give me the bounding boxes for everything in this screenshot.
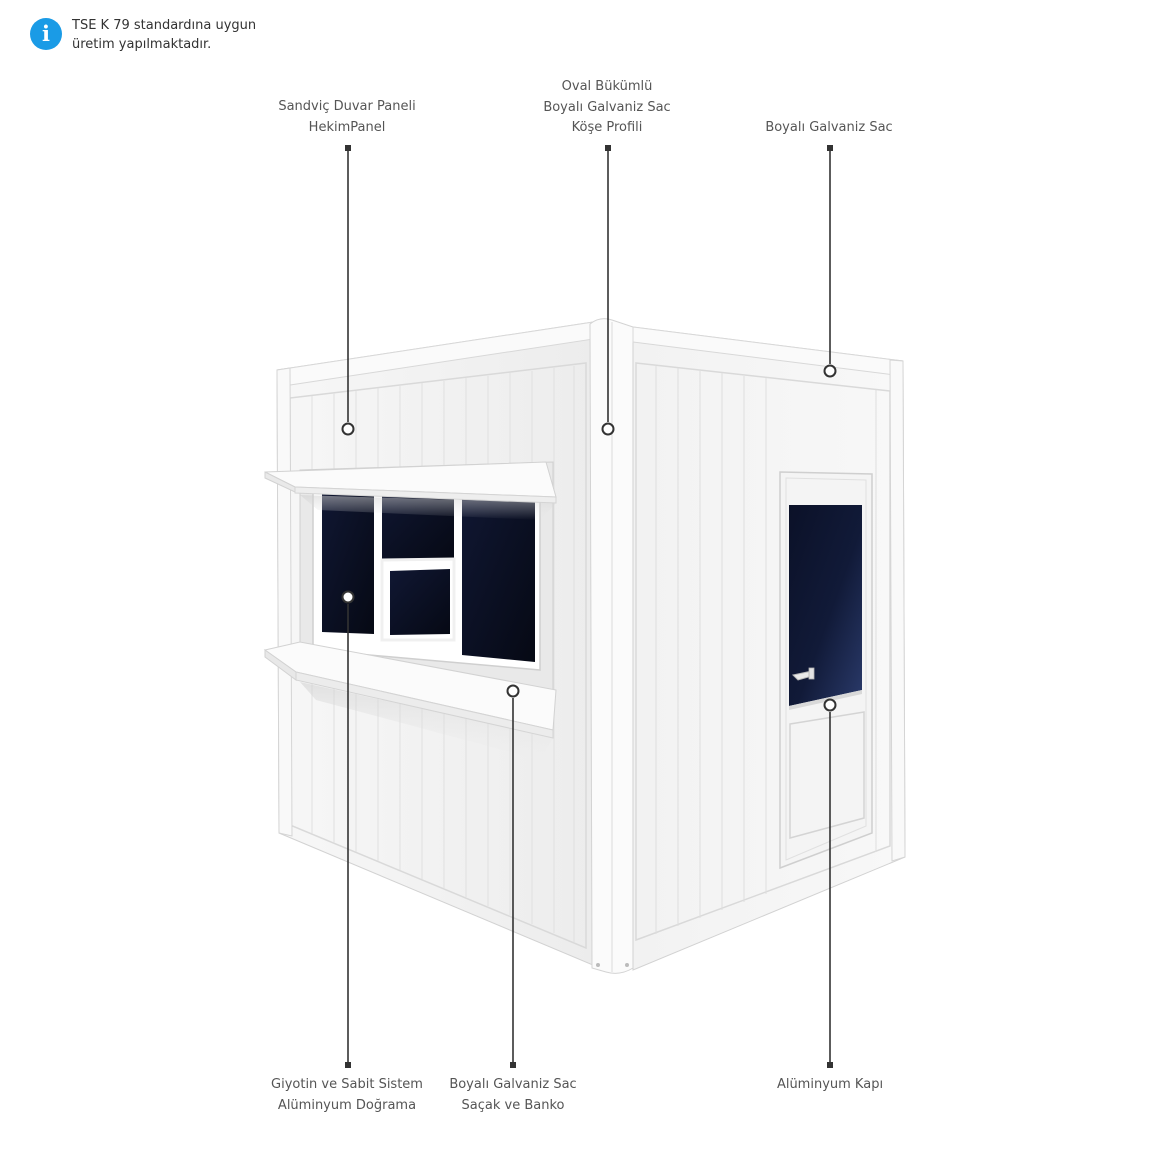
callout-corner-profile-label: Oval Bükümlü Boyalı Galvaniz Sac Köşe Pr…	[487, 77, 727, 139]
callout-anchor-dot	[345, 145, 351, 151]
callout-marker-circle	[823, 698, 837, 712]
callout-marker-circle	[601, 422, 615, 436]
callout-marker-circle	[341, 590, 355, 604]
callout-door-label: Alüminyum Kapı	[710, 1075, 950, 1096]
corner-post	[589, 318, 634, 974]
info-note: TSE K 79 standardına uygun üretim yapılm…	[72, 16, 312, 54]
callout-line: Alüminyum Kapı	[776, 1077, 884, 1092]
callout-anchor-dot	[345, 1062, 351, 1068]
callout-line: Giyotin ve Sabit Sistem	[271, 1077, 423, 1092]
callout-sheet-roof-label: Boyalı Galvaniz Sac	[709, 118, 949, 139]
window-glass-pane	[390, 569, 450, 635]
window-glass-pane	[462, 485, 535, 662]
callout-line: Boyalı Galvaniz Sac	[449, 1077, 577, 1092]
info-note-line: üretim yapılmaktadır.	[72, 37, 212, 52]
callout-anchor-dot	[510, 1062, 516, 1068]
info-note-line: TSE K 79 standardına uygun	[72, 18, 257, 33]
callout-marker-circle	[823, 364, 837, 378]
callout-line: HekimPanel	[308, 119, 386, 135]
callout-line: Köşe Profili	[571, 120, 643, 135]
counter-shelf	[263, 641, 557, 760]
upper-canopy	[264, 461, 557, 520]
door-glass	[789, 505, 862, 706]
callout-line: Saçak ve Banko	[461, 1097, 565, 1113]
callout-window-system-label: Giyotin ve Sabit Sistem Alüminyum Doğram…	[227, 1075, 467, 1116]
callout-wall-panel-label: Sandviç Duvar Paneli HekimPanel	[227, 97, 467, 138]
callout-anchor-dot	[827, 1062, 833, 1068]
callout-line: Boyalı Galvaniz Sac	[543, 99, 671, 115]
aluminum-door	[779, 471, 873, 870]
callout-marker-circle	[506, 684, 520, 698]
callout-canopy-counter-label: Boyalı Galvaniz Sac Saçak ve Banko	[393, 1075, 633, 1116]
info-icon: i	[30, 18, 62, 50]
callout-line: Alüminyum Doğrama	[277, 1097, 417, 1113]
callout-leaders	[347, 148, 831, 1064]
callout-line: Oval Bükümlü	[561, 79, 653, 94]
callout-anchor-dot	[605, 145, 611, 151]
callout-marker-circle	[341, 422, 355, 436]
window-glass-pane	[322, 488, 374, 634]
callout-anchor-dot	[827, 145, 833, 151]
service-window	[299, 461, 554, 691]
callout-line: Sandviç Duvar Paneli	[278, 99, 416, 114]
callout-line: Boyalı Galvaniz Sac	[765, 120, 893, 135]
